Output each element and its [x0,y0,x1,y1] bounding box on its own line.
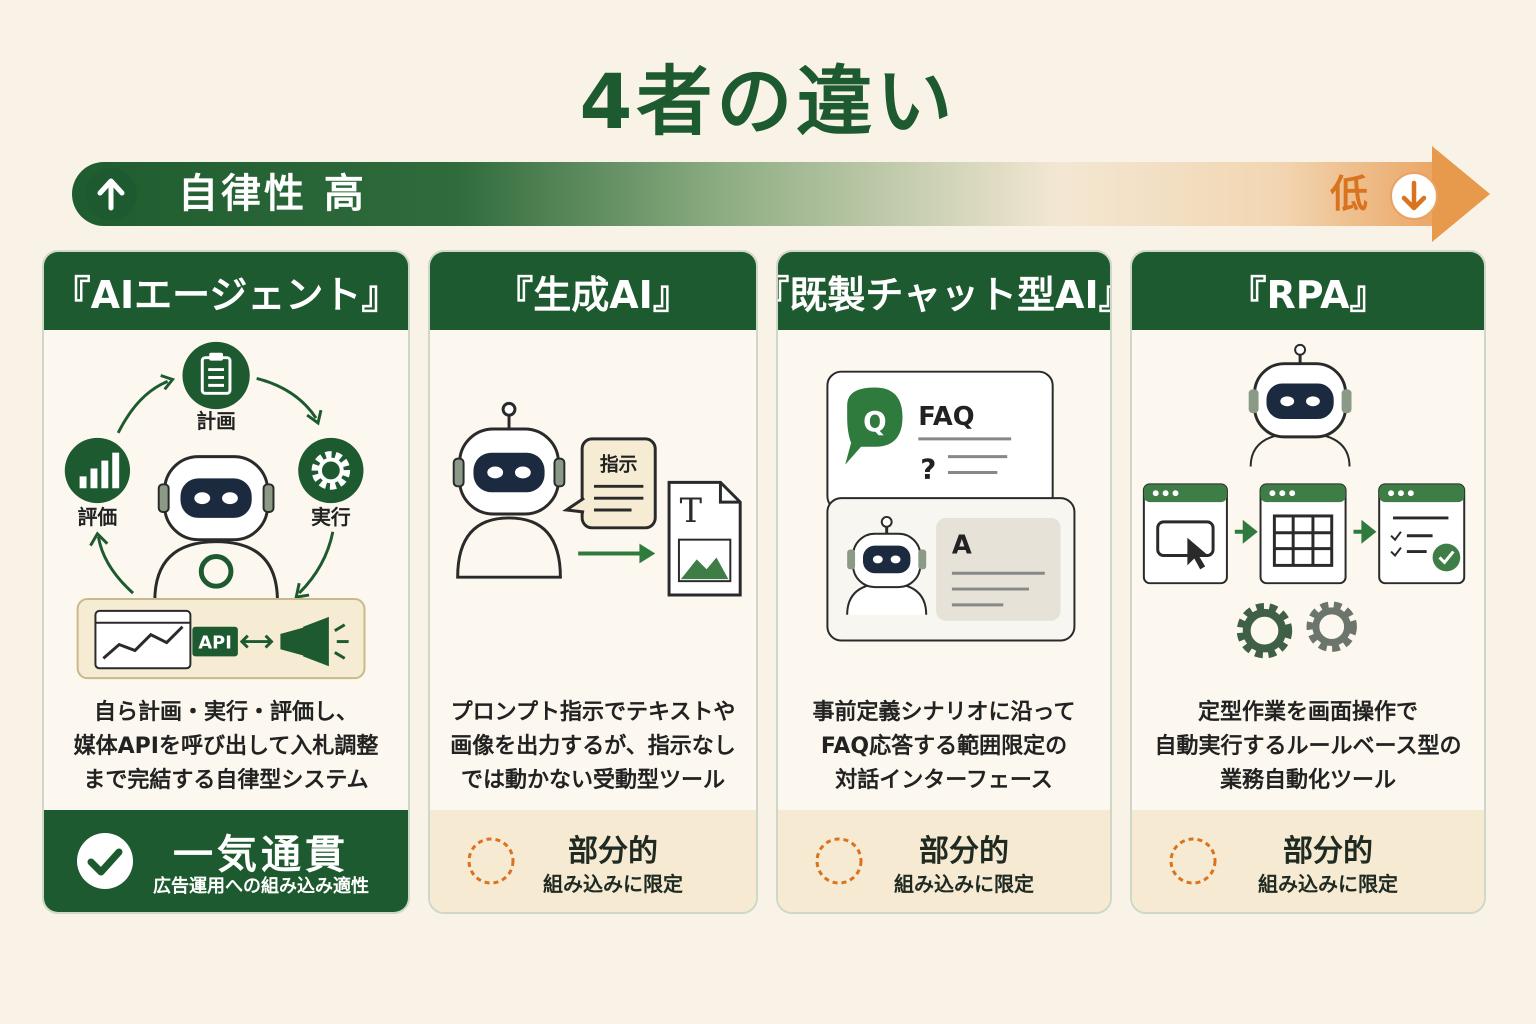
check-icon [77,833,133,889]
card-description: プロンプト指示でテキストや 画像を出力するが、指示なし では動かない受動型ツール [430,696,756,798]
faq-label: FAQ [918,402,974,432]
fit-title: 部分的 [568,834,658,869]
question-mark: ? [920,452,936,485]
fit-title: 部分的 [1283,834,1373,869]
fit-subtitle: 広告運用への組み込み適性 [153,876,369,897]
autonomy-arrow-body [72,162,1442,226]
fit-subtitle: 組み込みに限定 [543,872,683,896]
card-description: 定型作業を画面操作で 自動実行するルールベース型の 業務自動化ツール [1132,696,1484,798]
description-line: まで完結する自律型システム [83,768,369,793]
robot-icon [452,401,566,579]
robot-icon [153,455,279,602]
partial-circle-icon [1169,837,1217,885]
autonomy-low-label: 低 [1330,172,1369,216]
arrow-up-icon [76,166,146,222]
right-arrow-icon [578,543,656,564]
checklist-icon [1378,483,1466,585]
answer-panel: A [826,497,1076,642]
autonomy-high-label: 自律性 高 [178,171,367,217]
partial-circle-icon [815,837,863,885]
a-letter: A [952,531,972,561]
speech-bubble-icon: 指示 [562,437,657,530]
gear-icon [298,437,364,504]
autonomy-arrow: 自律性 高 低 [72,146,1492,246]
q-letter: Q [863,405,887,438]
cycle-plan-label: 計画 [196,410,236,433]
generative-ai-illustration: 指示 T [452,401,742,597]
card-title: 『AIエージェント』 [44,252,408,330]
ai-agent-illustration: 計画 評価 実行 [64,341,366,680]
faq-panel: Q FAQ ? [826,370,1054,512]
card-generative-ai: 『生成AI』 指示 T [428,250,758,914]
description-line: 画像を出力するが、指示なし [450,734,736,759]
card-rpa: 『RPA』 [1130,250,1486,914]
fit-subtitle: 組み込みに限定 [894,872,1034,896]
description-line: では動かない受動型ツール [460,768,725,793]
card-description: 自ら計画・実行・評価し、 媒体APIを呼び出して入札調整 まで完結する自律型シス… [44,696,408,798]
megaphone-icon [280,616,349,667]
card-ai-agent: 『AIエージェント』 計画 評価 [42,250,410,914]
cycle-evaluate-label: 評価 [78,506,118,529]
fit-panel: 一気通貫 広告運用への組み込み適性 [44,810,408,912]
fit-panel: 部分的 組み込みに限定 [430,810,756,912]
fit-title: 部分的 [919,834,1009,869]
clipboard-icon [182,341,250,410]
rpa-illustration [1142,343,1466,659]
cycle-execute-label: 実行 [311,506,351,529]
screen-click-icon [1142,483,1228,585]
page-title: 4者の違い [579,57,957,146]
document-letter: T [680,491,703,530]
fit-subtitle: 組み込みに限定 [1258,872,1398,896]
card-title: 『RPA』 [1132,252,1484,330]
api-panel: API [76,598,366,680]
robot-icon [1248,343,1352,467]
card-title: 『生成AI』 [430,252,756,330]
autonomy-arrow-head [1432,146,1490,242]
fit-panel: 部分的 組み込みに限定 [778,810,1110,912]
description-line: 自ら計画・実行・評価し、 [93,700,358,725]
api-label: API [198,633,231,654]
card-chat-ai: 『既製チャット型AI』 Q FAQ ? A [776,250,1112,914]
partial-circle-icon [467,837,515,885]
description-line: 業務自動化ツール [1219,768,1396,793]
bar-chart-icon [64,437,131,504]
spreadsheet-icon [1259,483,1347,585]
gears-icon [1236,601,1357,659]
arrow-down-icon [1388,170,1440,222]
document-icon: T [667,480,742,597]
fit-panel: 部分的 組み込みに限定 [1132,810,1484,912]
description-line: 定型作業を画面操作で [1197,700,1418,725]
description-line: 媒体APIを呼び出して入札調整 [73,734,379,759]
description-line: 自動実行するルールベース型の [1154,734,1462,759]
description-line: FAQ応答する範囲限定の [820,734,1068,759]
card-description: 事前定義シナリオに沿って FAQ応答する範囲限定の 対話インターフェース [778,696,1110,798]
card-title: 『既製チャット型AI』 [778,252,1110,330]
description-line: プロンプト指示でテキストや [450,700,736,725]
bubble-label: 指示 [600,454,638,476]
description-line: 対話インターフェース [835,768,1053,793]
fit-title: 一気通貫 [173,832,349,878]
description-line: 事前定義シナリオに沿って [812,700,1076,725]
chat-ai-illustration: Q FAQ ? A [826,370,1076,642]
